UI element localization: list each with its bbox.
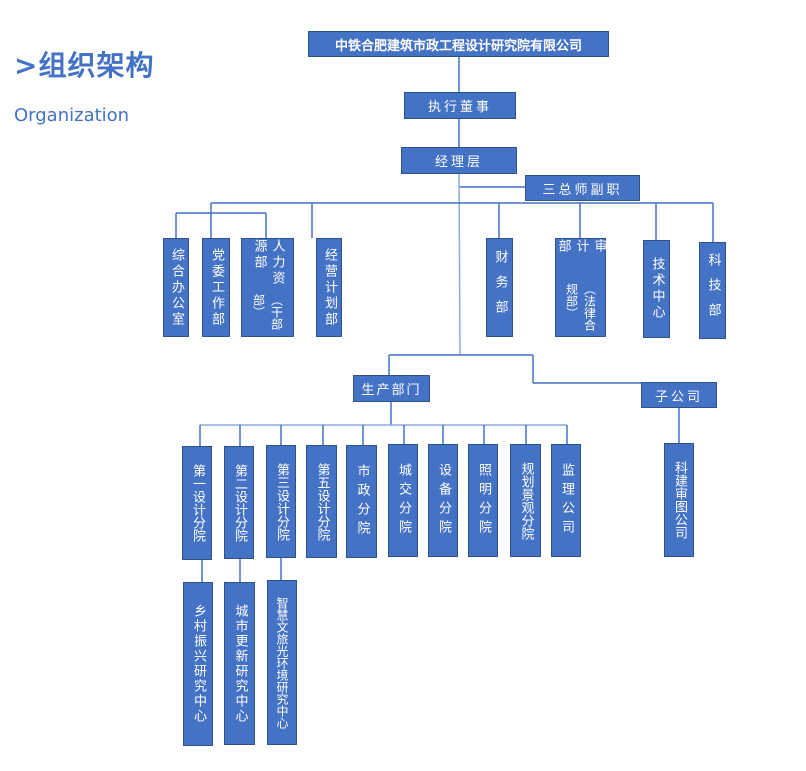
- company-box: 中铁合肥建筑市政工程设计研究院有限公司: [308, 31, 609, 57]
- deputy-chief-engineers-label: 三总师副职: [542, 182, 623, 198]
- department-box: 审计部 （法律合规部）: [555, 238, 607, 337]
- department-label: 人力资源部: [251, 239, 285, 287]
- department-box: 综合办公室: [163, 238, 189, 337]
- executive-director-box: 执行董事: [404, 92, 516, 119]
- branch-label: 第二设计分院: [232, 463, 247, 542]
- research-center-box: 智慧文旅光环境研究中心: [267, 580, 297, 745]
- page-subtitle: Organization: [14, 105, 130, 126]
- branch-box: 第二设计分院: [224, 446, 254, 559]
- branch-box: 监理公司: [551, 444, 581, 557]
- department-box: 技术中心: [643, 240, 670, 338]
- branch-box: 设备分院: [428, 444, 458, 557]
- department-box: 人力资源部 （干部部）: [241, 238, 294, 337]
- branch-box: 市政分院: [346, 445, 377, 558]
- subsidiary-label: 子公司: [654, 389, 703, 405]
- subsidiary-box: 子公司: [641, 382, 717, 408]
- branch-box: 照明分院: [468, 444, 498, 557]
- production-label: 生产部门: [361, 383, 422, 398]
- research-center-box: 乡村振兴研究中心: [183, 582, 213, 746]
- branch-label: 城交分院: [396, 462, 411, 539]
- branch-box: 第一设计分院: [182, 446, 212, 560]
- executive-director-label: 执行董事: [427, 100, 492, 115]
- branch-box: 规划景观分院: [510, 444, 541, 557]
- department-box: 党委工作部: [202, 238, 230, 337]
- management-label: 经理层: [434, 155, 483, 170]
- department-box: 经营计划部: [316, 238, 342, 337]
- branch-label: 设备分院: [436, 462, 451, 539]
- research-center-box: 城市更新研究中心: [224, 582, 255, 745]
- branch-label: 监理公司: [559, 462, 574, 539]
- branch-label: 第五设计分院: [314, 462, 330, 541]
- branch-label: 第一设计分院: [190, 464, 205, 542]
- branch-label: 第三设计分院: [274, 462, 289, 541]
- department-label: 审计部: [555, 239, 607, 262]
- research-center-label: 乡村振兴研究中心: [191, 604, 206, 724]
- department-label: 技术中心: [649, 257, 665, 321]
- production-box: 生产部门: [353, 375, 430, 402]
- department-label: 财务部: [492, 250, 508, 325]
- subsidiary-unit-label: 科建审图公司: [672, 461, 687, 539]
- department-box: 财务部: [486, 238, 513, 337]
- deputy-chief-engineers-box: 三总师副职: [525, 175, 640, 201]
- branch-box: 城交分院: [388, 444, 418, 557]
- connector: [458, 172, 461, 356]
- research-center-label: 智慧文旅光环境研究中心: [275, 596, 289, 729]
- department-note: （干部部）: [251, 294, 284, 331]
- branch-box: 第五设计分院: [306, 445, 337, 558]
- department-label: 党委工作部: [209, 247, 224, 328]
- department-box: 科技部: [699, 242, 726, 339]
- branch-label: 照明分院: [476, 462, 491, 539]
- management-box: 经理层: [401, 147, 517, 174]
- page-title: >组织架构: [14, 49, 155, 82]
- company-label: 中铁合肥建筑市政工程设计研究院有限公司: [334, 38, 582, 54]
- department-note: （法律合规部）: [564, 282, 597, 331]
- research-center-label: 城市更新研究中心: [232, 603, 248, 724]
- branch-label: 市政分院: [354, 463, 370, 540]
- branch-label: 规划景观分院: [518, 461, 534, 540]
- subsidiary-unit-box: 科建审图公司: [664, 443, 694, 557]
- department-label: 科技部: [705, 253, 721, 328]
- department-label: 经营计划部: [322, 247, 337, 328]
- branch-box: 第三设计分院: [266, 445, 296, 558]
- department-label: 综合办公室: [169, 247, 184, 328]
